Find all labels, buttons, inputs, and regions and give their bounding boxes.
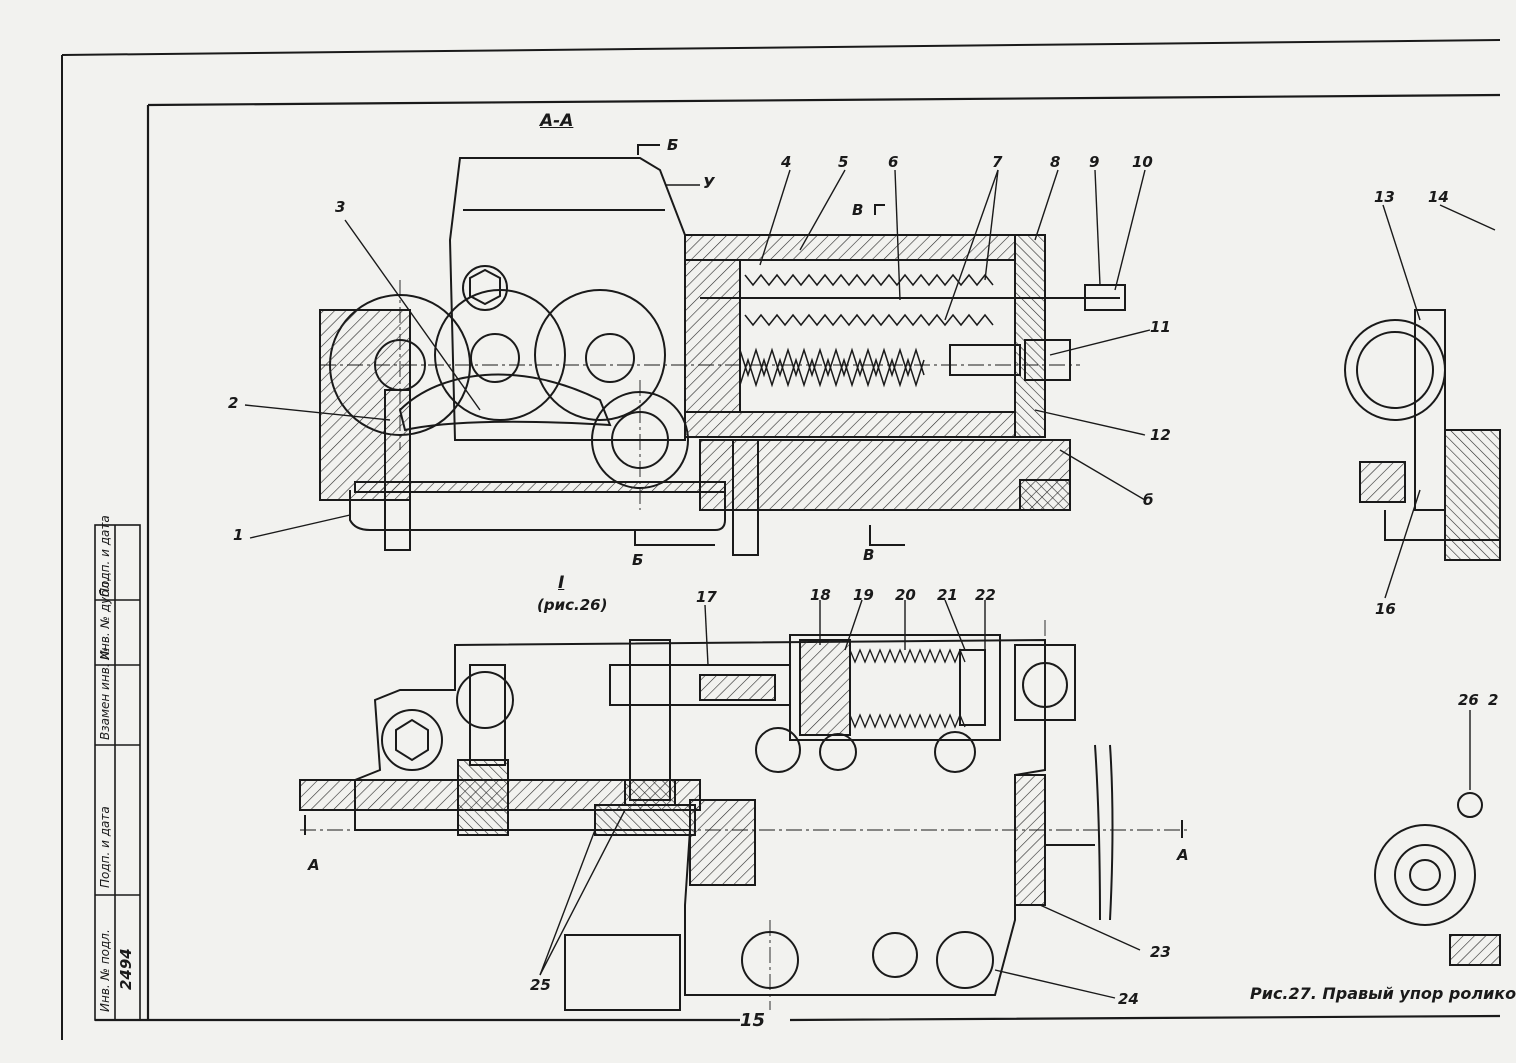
mark-a-left: А (308, 856, 320, 874)
callout-4: 4 (781, 153, 792, 171)
callout-20: 20 (895, 586, 916, 604)
mark-v-bottom: В (863, 546, 875, 564)
section-title: A-A (540, 111, 574, 131)
callout-13: 13 (1374, 188, 1395, 206)
mark-u: У (703, 174, 715, 192)
drawing-frame (61, 39, 1501, 1040)
callout-23: 23 (1150, 943, 1171, 961)
callout-16: 16 (1375, 600, 1396, 618)
callout-5: 5 (838, 153, 849, 171)
callout-24: 24 (1118, 990, 1139, 1008)
mark-b-small: б (1143, 491, 1154, 509)
callout-14: 14 (1428, 188, 1449, 206)
callout-7: 7 (992, 153, 1003, 171)
callout-3: 3 (335, 198, 346, 216)
stamp-inv-podl: Инв. № подл. (98, 929, 112, 1012)
callout-25: 25 (530, 976, 551, 994)
callout-21: 21 (937, 586, 958, 604)
figure-caption: Рис.27. Правый упор ролико (1250, 984, 1516, 1003)
callout-26: 26 (1458, 691, 1479, 709)
callout-2: 2 (228, 394, 239, 412)
callout-19: 19 (853, 586, 874, 604)
section-a-a (244, 144, 1151, 556)
view-i (299, 599, 1190, 1011)
stamp-vzam-inv: Взамен инв. № (98, 647, 112, 740)
stamp-inv-number: 2494 (117, 948, 135, 990)
mark-a-right: А (1177, 846, 1189, 864)
callout-22: 22 (975, 586, 996, 604)
side-view-partial (1344, 204, 1501, 966)
page-number: 15 (740, 1010, 766, 1031)
callout-17: 17 (696, 588, 717, 606)
callout-18: 18 (810, 586, 831, 604)
mark-b-bottom: Б (632, 551, 644, 569)
mark-b-top: Б (667, 136, 679, 154)
stamp-podp-data-1: Подп. и дата (98, 806, 112, 888)
stamp-table (94, 524, 141, 1021)
mark-v-top: В (852, 201, 864, 219)
callout-8: 8 (1050, 153, 1061, 171)
stamp-podp-data-2: Подп. и дата (98, 515, 112, 597)
callout-6: 6 (888, 153, 899, 171)
callout-11: 11 (1150, 318, 1171, 336)
detail-roman: I (558, 573, 565, 593)
callout-10: 10 (1132, 153, 1153, 171)
detail-ref: (рис.26) (537, 596, 608, 614)
callout-2-partial: 2 (1488, 691, 1499, 709)
callout-12: 12 (1150, 426, 1171, 444)
callout-9: 9 (1089, 153, 1100, 171)
callout-1: 1 (233, 526, 244, 544)
